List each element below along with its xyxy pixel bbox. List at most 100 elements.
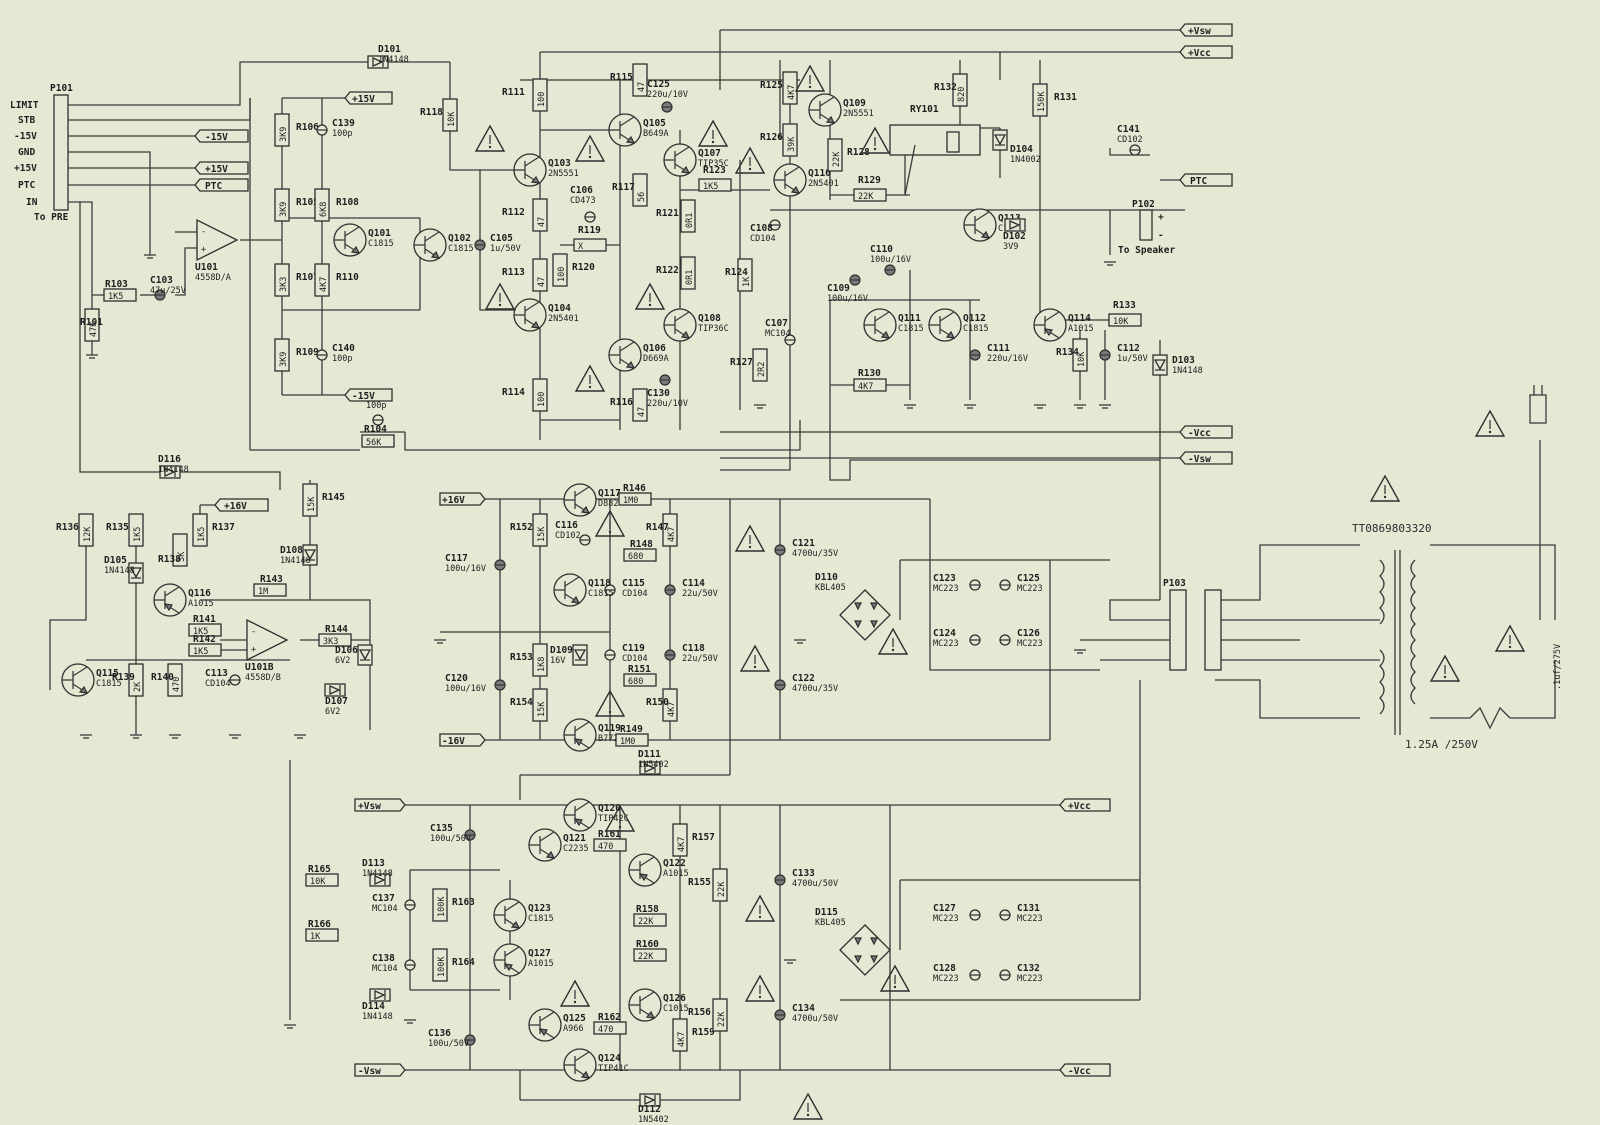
capacitor-ref: C132	[1017, 963, 1040, 974]
capacitor-ref: C114	[682, 578, 705, 589]
resistor-ref: R111	[502, 87, 525, 98]
resistor-ref: R106	[296, 122, 319, 133]
capacitor-value: MC223	[933, 914, 959, 924]
resistor-ref: R156	[688, 1007, 711, 1018]
resistor-ref: R129	[858, 175, 881, 186]
transformer: TT0869803320 1.25A /250V .1uf/275V	[1352, 522, 1563, 751]
resistor-ref: R130	[858, 368, 881, 379]
resistor-ref: R162	[598, 1012, 621, 1023]
transformer-ref: TT0869803320	[1352, 522, 1431, 535]
flag-minus-vcc-2: -Vcc	[1059, 1063, 1111, 1077]
capacitor-ref: C112	[1117, 343, 1140, 354]
ground-icon	[964, 404, 976, 409]
diode-ref: D113	[362, 858, 385, 869]
capacitor-value: 220u/16V	[987, 354, 1028, 364]
capacitor-value: CD104	[205, 679, 231, 689]
resistor-value: 22K	[638, 917, 654, 927]
relay-ref: RY101	[910, 104, 939, 115]
resistor-ref: R138	[158, 554, 181, 565]
resistor-ref: R134	[1056, 347, 1079, 358]
p102-ref: P102	[1132, 199, 1155, 210]
resistor-value: 10K	[1077, 351, 1087, 367]
resistor-ref: R113	[502, 267, 525, 278]
capacitor-ref: C121	[792, 538, 815, 549]
resistor-ref: R148	[630, 539, 653, 550]
ground-icon	[404, 1019, 416, 1024]
warning-icon	[744, 974, 776, 1002]
resistor-ref: R136	[56, 522, 79, 533]
resistor-value: 680	[628, 552, 643, 562]
resistor-value: 22K	[638, 952, 654, 962]
pin-in: IN	[26, 197, 38, 208]
transistor-value: C1815	[963, 324, 989, 334]
resistor-ref: R123	[703, 165, 726, 176]
resistor-ref: R139	[112, 672, 135, 683]
transistor-ref: Q103	[548, 158, 571, 169]
rail-flags: +Vsw +Vcc PTC -Vcc -Vsw -15V +15V PTC +1…	[194, 23, 1233, 1077]
resistor-ref: R165	[308, 864, 331, 875]
resistor-value: 47	[637, 407, 647, 417]
ground-icon	[1034, 404, 1046, 409]
ground-icon	[144, 254, 156, 259]
resistor-value: 47	[537, 217, 547, 227]
transistor-value: C2235	[563, 844, 589, 854]
diode-value: 1N5402	[638, 760, 669, 770]
warning-icon	[484, 282, 516, 310]
capacitor-ref: C110	[870, 244, 893, 255]
ground-icon	[130, 734, 142, 739]
resistor-value: 39K	[787, 136, 797, 152]
flag-minus-vsw-2-label: -Vsw	[358, 1066, 381, 1077]
transistor-ref: Q114	[1068, 313, 1091, 324]
capacitor-value: 47u/25V	[150, 286, 186, 296]
flag-plus-vsw-label: +Vsw	[1188, 26, 1211, 37]
capacitor-ref: C136	[428, 1028, 451, 1039]
resistor-ref: R124	[725, 267, 748, 278]
ground-icon	[169, 734, 181, 739]
resistor-ref: R117	[612, 182, 635, 193]
resistor-ref: R159	[692, 1027, 715, 1038]
capacitor-value: MC223	[1017, 639, 1043, 649]
capacitor-ref: C120	[445, 673, 468, 684]
warning-icon	[559, 979, 591, 1007]
resistor-ref: R120	[572, 262, 595, 273]
resistor-value: 3K	[177, 551, 187, 562]
resistor-value: 3K9	[279, 127, 289, 142]
flag-plus16v: +16V	[439, 492, 486, 506]
transistor-value: C1015	[663, 1004, 689, 1014]
resistor-value: 470	[598, 842, 613, 852]
pin-stb: STB	[18, 115, 35, 126]
resistor-ref: R154	[510, 697, 533, 708]
